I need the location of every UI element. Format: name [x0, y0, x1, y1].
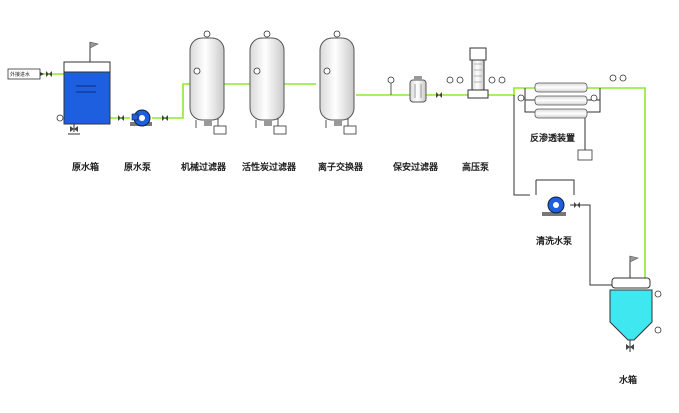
- mech-filter-label: 机械过滤器: [181, 161, 227, 173]
- raw-water-pump: [130, 109, 152, 127]
- gauge-icon: [590, 94, 598, 102]
- valve-icon: [626, 344, 634, 350]
- gauge-icon: [619, 74, 627, 82]
- pipe-clean-supply: [570, 204, 614, 286]
- carbon-filter-label: 活性炭过滤器: [242, 161, 297, 173]
- inlet-label: 外接进水: [10, 71, 30, 78]
- gauge-icon: [333, 30, 341, 38]
- raw-tank-label: 原水箱: [72, 161, 99, 173]
- valve-icon: [118, 115, 124, 121]
- cleaning-pump: [542, 196, 580, 216]
- product-water-tank: [609, 255, 662, 350]
- gauge-icon: [654, 326, 662, 334]
- raw-pump-label: 原水泵: [124, 161, 152, 173]
- ion-exchanger-label: 离子交换器: [318, 161, 364, 173]
- flag-icon: [89, 41, 99, 49]
- inlet-valve: [46, 71, 52, 77]
- mechanical-filter-vessel: [189, 30, 227, 135]
- raw-water-tank: [56, 41, 111, 125]
- pipe-pump-to-mech: [152, 83, 190, 119]
- hp-pump-label: 高压泵: [462, 161, 490, 173]
- pipe-clean-return: [513, 95, 530, 196]
- water-tank-label: 水箱: [619, 374, 637, 386]
- gauge-icon: [263, 30, 271, 38]
- raw-tank-drain: [68, 126, 80, 135]
- pipe-clean-bypass: [536, 179, 575, 195]
- carbon-filter-vessel: [249, 30, 287, 135]
- gauge-icon: [654, 290, 662, 298]
- gauge-icon: [456, 76, 464, 84]
- gauge-icon: [517, 94, 525, 102]
- inlet-label-box: 外接进水: [7, 68, 44, 80]
- valve-icon: [436, 92, 442, 98]
- ion-exchanger-vessel: [319, 30, 357, 135]
- valve-icon: [574, 202, 580, 208]
- security-filter-label: 保安过滤器: [392, 161, 439, 173]
- gauge-icon: [203, 30, 211, 38]
- security-filter: [387, 76, 464, 103]
- flag-icon: [629, 255, 639, 263]
- valve-icon: [162, 115, 168, 121]
- gauge-icon: [253, 67, 261, 75]
- gauge-icon: [498, 76, 506, 84]
- gauge-icon: [193, 67, 201, 75]
- gauge-icon: [446, 76, 454, 84]
- high-pressure-pump: [467, 47, 506, 99]
- ro-membrane-unit: [517, 74, 627, 161]
- gauge-icon: [387, 76, 395, 84]
- gauge-icon: [488, 76, 496, 84]
- gauge-icon: [56, 114, 64, 122]
- gauge-icon: [323, 67, 331, 75]
- ro-unit-label: 反渗透装置: [530, 132, 575, 144]
- clean-pump-label: 清洗水泵: [536, 235, 573, 247]
- gauge-icon: [609, 74, 617, 82]
- pipe-ro-to-tank: [600, 87, 646, 288]
